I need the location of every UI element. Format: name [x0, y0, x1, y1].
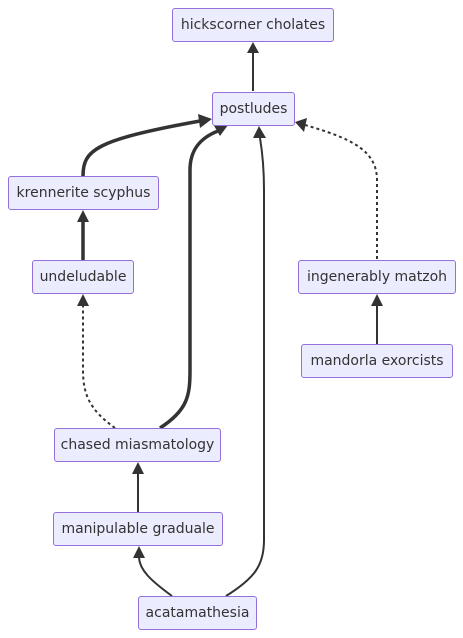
arrowhead-hickscorner [247, 42, 259, 53]
arrowhead-postludes-from-acatamathesia [253, 126, 266, 138]
node-label: krennerite scyphus [16, 185, 151, 201]
node-acatamathesia[interactable]: acatamathesia [138, 596, 257, 630]
node-label: acatamathesia [145, 605, 250, 621]
node-label: mandorla exorcists [310, 353, 444, 369]
node-label: ingenerably matzoh [306, 269, 448, 285]
arrowhead-postludes-from-chased [213, 124, 228, 136]
arrowhead-undeludable [77, 294, 89, 306]
node-label: hickscorner cholates [180, 17, 326, 33]
arrowhead-postludes-from-ingenerably [295, 118, 307, 132]
arrowhead-krennerite [77, 210, 89, 222]
edge-chased-to-undeludable [82, 306, 116, 429]
edge-chased-to-postludes [159, 129, 219, 430]
node-undeludable[interactable]: undeludable [32, 260, 134, 294]
node-manipulable-graduale[interactable]: manipulable graduale [53, 512, 223, 546]
arrowhead-postludes-from-krennerite [198, 114, 212, 128]
edge-acatamathesia-to-manipulable [138, 557, 173, 597]
node-krennerite-scyphus[interactable]: krennerite scyphus [8, 176, 159, 210]
node-postludes[interactable]: postludes [212, 92, 295, 126]
node-chased-miasmatology[interactable]: chased miasmatology [54, 428, 221, 462]
arrowhead-manipulable [133, 546, 145, 558]
arrowhead-ingenerably [371, 294, 383, 306]
node-label: chased miasmatology [60, 437, 215, 453]
edge-ingenerably-to-postludes [304, 124, 378, 259]
edge-krennerite-to-postludes [81, 119, 201, 177]
node-mandorla-exorcists[interactable]: mandorla exorcists [301, 344, 453, 378]
node-ingenerably-matzoh[interactable]: ingenerably matzoh [298, 260, 456, 294]
node-hickscorner-cholates[interactable]: hickscorner cholates [172, 8, 334, 42]
node-label: postludes [219, 101, 288, 117]
node-label: undeludable [39, 269, 127, 285]
node-label: manipulable graduale [61, 521, 215, 537]
edge-acatamathesia-to-postludes [225, 137, 265, 597]
arrowhead-chased [132, 462, 144, 474]
